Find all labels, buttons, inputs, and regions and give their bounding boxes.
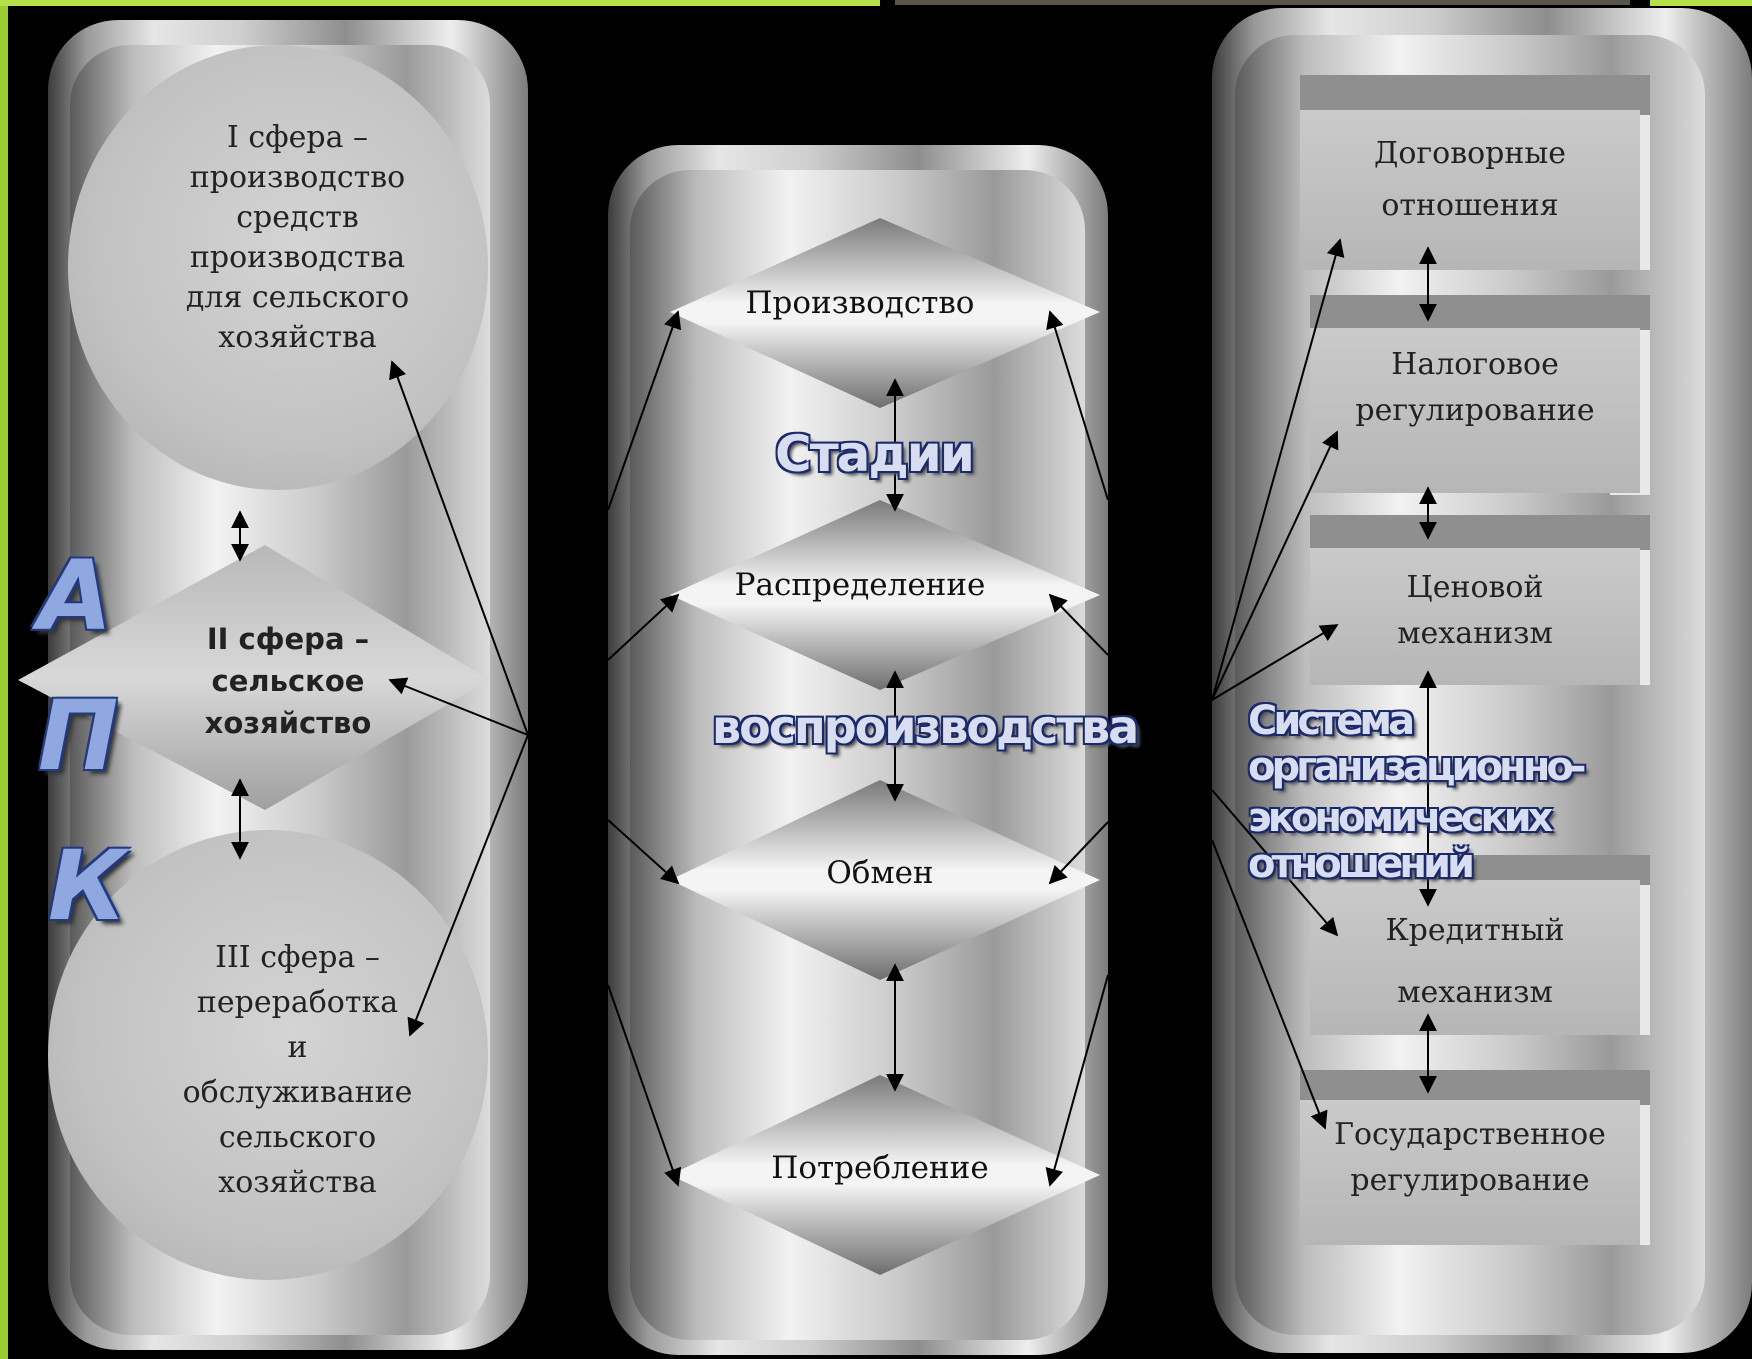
relation-price-label: Ценовой механизм: [1397, 570, 1553, 651]
sphere-two-label: II сфера – сельское хозяйство: [204, 622, 372, 740]
arrow-mid-right-production: [1046, 310, 1109, 501]
sphere-one-label: I сфера – производство средств производс…: [185, 120, 410, 355]
sphere-three-circle: [48, 830, 488, 1280]
contract-box: [1300, 110, 1640, 270]
arrow-hub-sphere1: [389, 360, 529, 736]
price-box: [1310, 548, 1640, 685]
apk-letter-a: А: [38, 540, 113, 652]
stage-diamond-production: [670, 218, 1100, 408]
frame-top-border-mid: [895, 0, 1630, 5]
stage-distribution-label: Распределение: [734, 567, 986, 603]
arrow-hub-sphere2: [388, 677, 529, 736]
tax-box: [1310, 328, 1640, 493]
relation-credit-label: Кредитный механизм: [1385, 913, 1565, 1010]
system-title-line1: Система организационно-: [1248, 698, 1586, 790]
arrow-mid-right-exchange: [1048, 821, 1109, 885]
relation-state-label: Государственное регулирование: [1334, 1117, 1606, 1198]
arrow-hub-state: [1211, 839, 1328, 1130]
stage-diamond-exchange: [670, 780, 1100, 980]
stage-production-label: Производство: [745, 285, 975, 321]
arrow-hub-contract: [1211, 238, 1345, 701]
arrow-hub-credit: [1211, 789, 1339, 937]
sphere-three-label: III сфера – переработка и обслуживание с…: [182, 940, 413, 1200]
credit-box: [1310, 880, 1640, 1035]
arrow-mid-right-distribution: [1048, 593, 1109, 656]
system-title-line2: экономических отношений: [1248, 795, 1553, 887]
frame-left-border: [0, 0, 8, 1359]
state-box-top: [1300, 1070, 1650, 1105]
stage-consumption-label: Потребление: [771, 1150, 989, 1186]
frame-top-border-right: [1650, 0, 1752, 6]
stage-exchange-label: Обмен: [826, 855, 934, 891]
arrow-mid-left-production: [607, 310, 682, 511]
price-box-top: [1310, 515, 1650, 550]
arrow-hub-price: [1211, 624, 1339, 701]
frame-top-border-left: [0, 0, 880, 6]
relation-tax-label: Налоговое регулирование: [1355, 347, 1595, 428]
apk-letter-p: П: [38, 680, 119, 792]
sphere-two-diamond: [18, 545, 490, 810]
arrow-mid-left-consumption: [607, 984, 682, 1187]
arrow-hub-tax: [1211, 430, 1339, 701]
tax-box-top: [1310, 295, 1650, 330]
stage-diamond-distribution: [670, 500, 1100, 690]
stage-diamond-consumption: [670, 1075, 1100, 1275]
contract-box-top: [1300, 75, 1650, 115]
arrow-mid-right-consumption: [1045, 974, 1109, 1187]
sphere-one-circle: [68, 45, 488, 490]
relation-contract-label: Договорные отношения: [1373, 136, 1566, 223]
stages-title-line1: Стадии: [775, 425, 975, 483]
arrow-mid-left-distribution: [607, 593, 680, 661]
arrow-mid-left-exchange: [607, 819, 680, 885]
stages-title-line2: воспроизводства: [712, 700, 1139, 754]
apk-letter-k: К: [48, 830, 127, 942]
state-box: [1300, 1100, 1640, 1245]
arrow-hub-sphere3: [407, 734, 529, 1037]
